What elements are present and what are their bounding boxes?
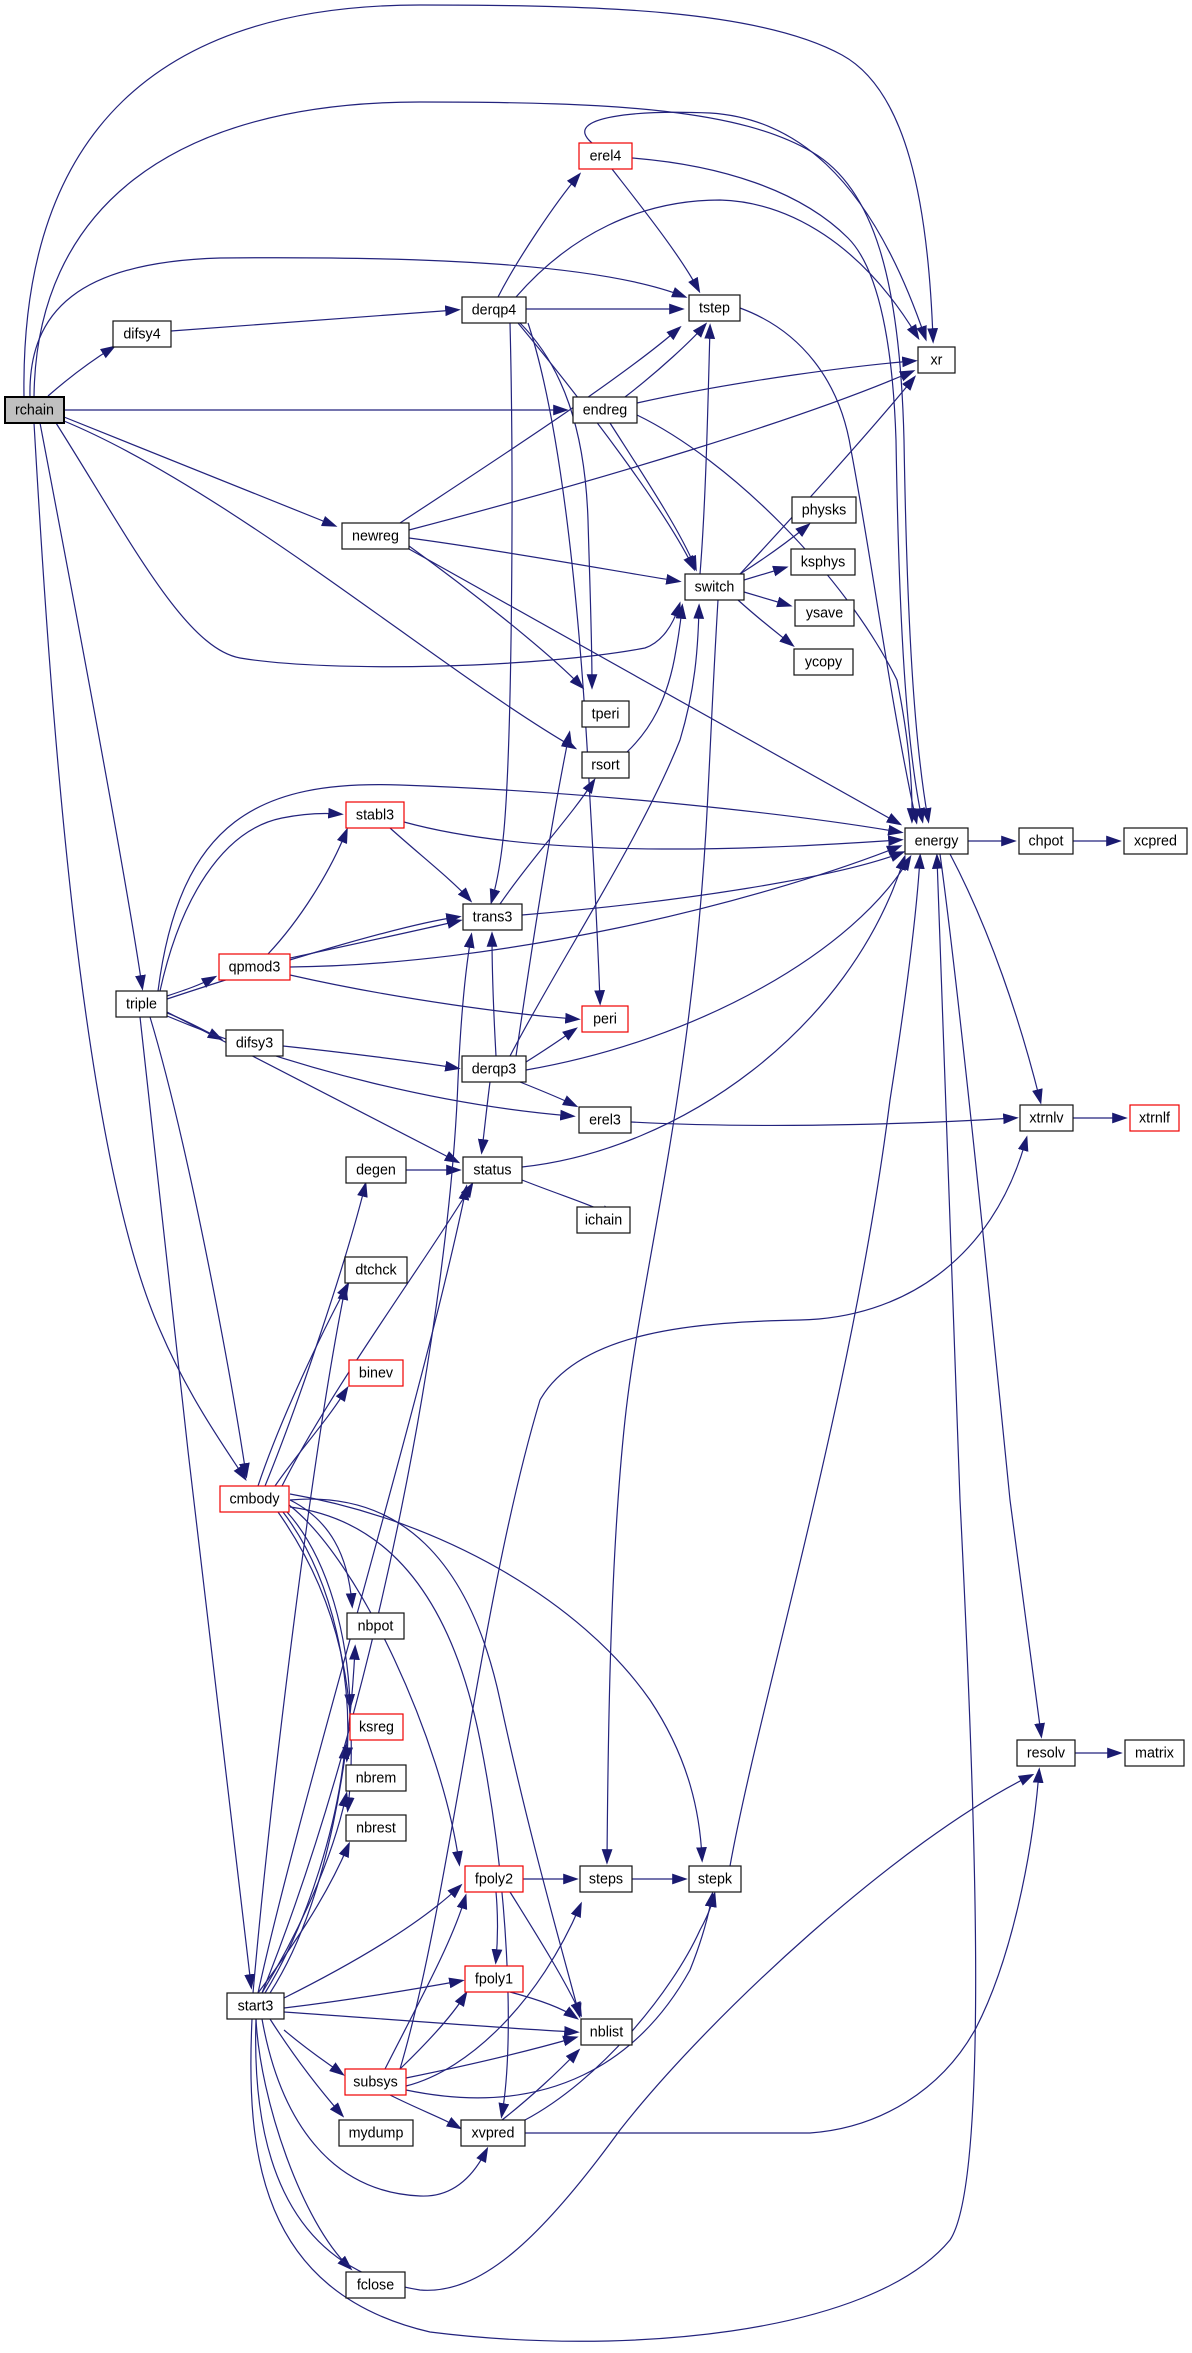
svg-text:erel4: erel4 — [590, 149, 622, 165]
svg-text:fpoly2: fpoly2 — [475, 1872, 513, 1888]
svg-text:cmbody: cmbody — [229, 1492, 280, 1508]
svg-text:newreg: newreg — [352, 529, 399, 545]
svg-text:qpmod3: qpmod3 — [229, 960, 281, 976]
svg-text:chpot: chpot — [1029, 834, 1064, 850]
svg-text:nbpot: nbpot — [358, 1619, 394, 1635]
svg-text:trans3: trans3 — [473, 910, 513, 926]
svg-text:fclose: fclose — [357, 2278, 394, 2294]
svg-text:peri: peri — [593, 1012, 617, 1028]
svg-text:stabl3: stabl3 — [356, 808, 394, 824]
svg-text:xtrnlv: xtrnlv — [1029, 1111, 1064, 1127]
svg-text:nblist: nblist — [590, 2025, 623, 2041]
svg-text:xcpred: xcpred — [1134, 834, 1177, 850]
svg-text:rchain: rchain — [15, 403, 54, 419]
svg-text:mydump: mydump — [349, 2126, 404, 2142]
svg-text:ksphys: ksphys — [801, 555, 846, 571]
svg-text:tstep: tstep — [699, 301, 730, 317]
svg-text:resolv: resolv — [1027, 1746, 1066, 1762]
svg-text:nbrest: nbrest — [356, 1821, 396, 1837]
svg-text:matrix: matrix — [1135, 1746, 1174, 1762]
svg-text:derqp4: derqp4 — [472, 303, 517, 319]
svg-text:subsys: subsys — [353, 2075, 398, 2091]
svg-text:ycopy: ycopy — [805, 655, 843, 671]
svg-text:stepk: stepk — [698, 1872, 733, 1888]
svg-text:binev: binev — [359, 1366, 394, 1382]
svg-text:endreg: endreg — [583, 403, 628, 419]
svg-text:ysave: ysave — [806, 606, 843, 622]
svg-text:erel3: erel3 — [589, 1113, 621, 1129]
svg-text:switch: switch — [695, 580, 735, 596]
svg-text:steps: steps — [589, 1872, 623, 1888]
svg-text:status: status — [473, 1163, 511, 1179]
svg-text:difsy4: difsy4 — [123, 327, 160, 343]
svg-text:ksreg: ksreg — [359, 1720, 394, 1736]
svg-text:physks: physks — [802, 503, 847, 519]
svg-text:xvpred: xvpred — [472, 2126, 515, 2142]
svg-text:nbrem: nbrem — [356, 1771, 397, 1787]
svg-text:degen: degen — [356, 1163, 396, 1179]
svg-text:xtrnlf: xtrnlf — [1139, 1111, 1170, 1127]
svg-text:xr: xr — [931, 353, 943, 369]
svg-text:rsort: rsort — [591, 758, 620, 774]
svg-text:derqp3: derqp3 — [472, 1062, 517, 1078]
svg-text:difsy3: difsy3 — [236, 1036, 273, 1052]
svg-text:triple: triple — [126, 997, 157, 1013]
svg-text:energy: energy — [915, 834, 960, 850]
svg-text:dtchck: dtchck — [355, 1263, 397, 1279]
svg-text:ichain: ichain — [585, 1213, 622, 1229]
svg-text:tperi: tperi — [592, 707, 620, 723]
svg-text:fpoly1: fpoly1 — [475, 1972, 513, 1988]
svg-text:start3: start3 — [238, 1999, 274, 2015]
